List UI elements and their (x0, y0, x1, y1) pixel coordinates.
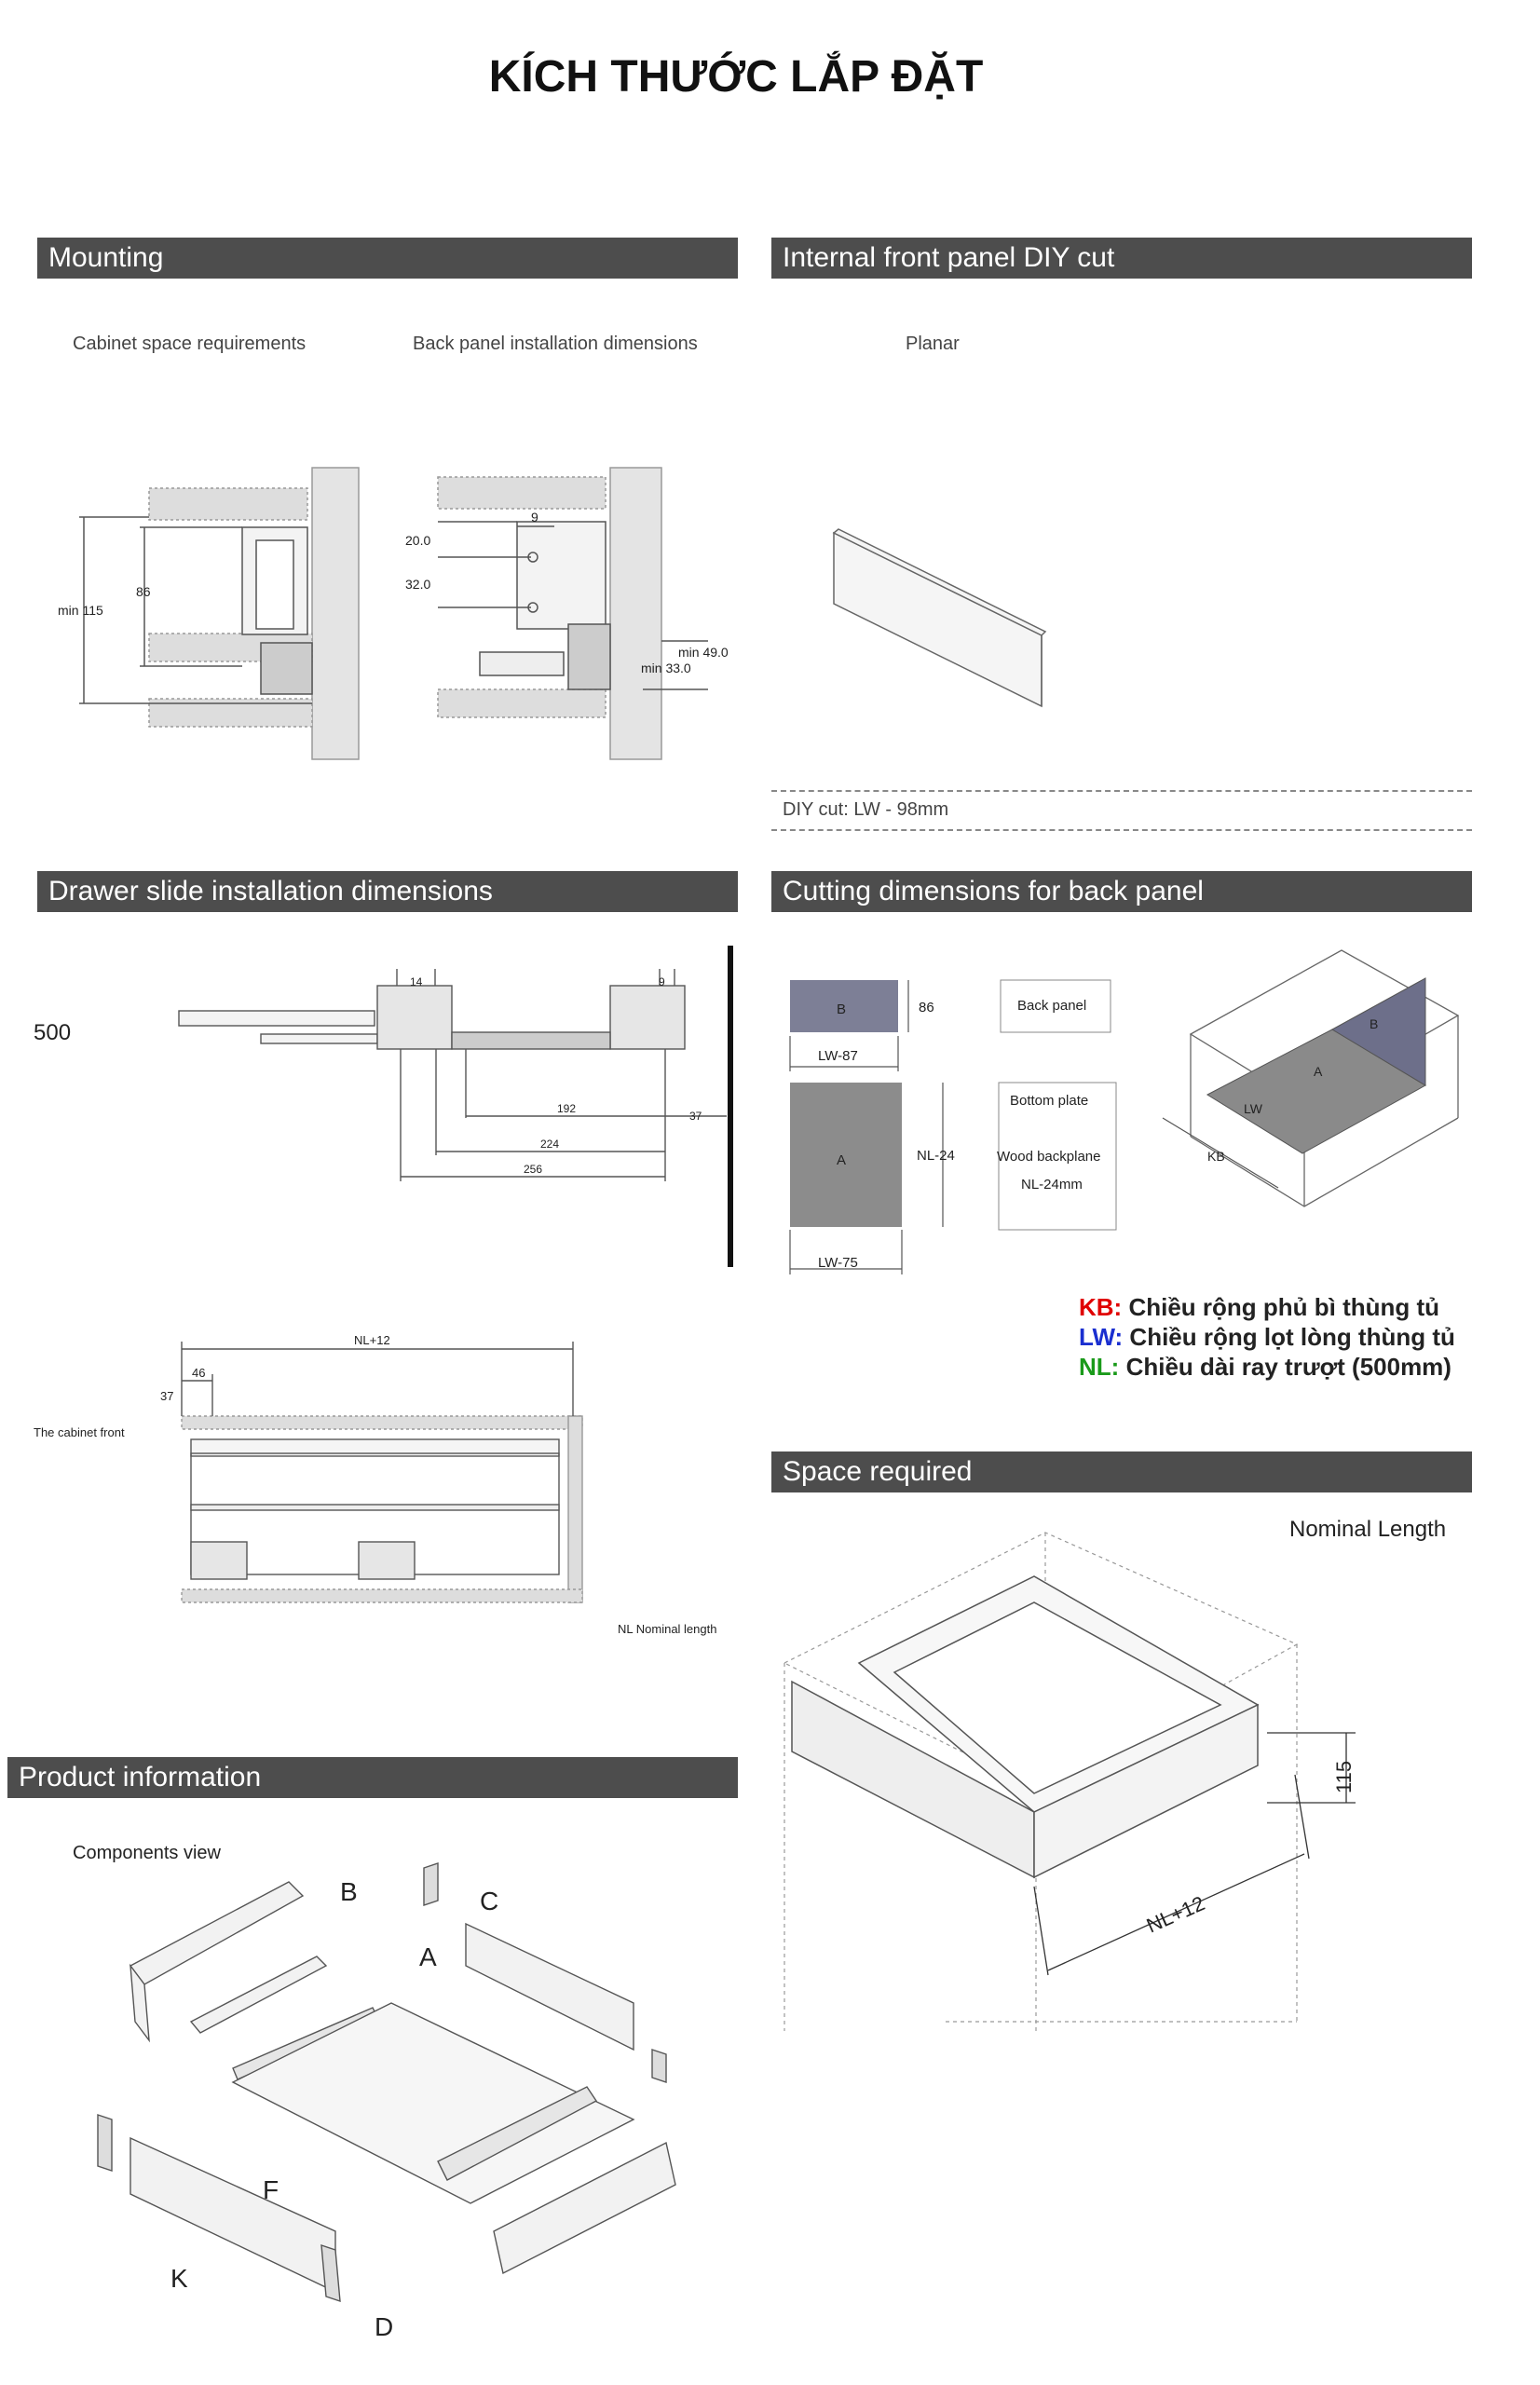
panel-a-label: A (837, 1152, 846, 1168)
dim-lw75: LW-75 (818, 1255, 858, 1271)
diy-cut-divider-bottom (771, 829, 1472, 831)
legend-kb-key: KB: (1079, 1293, 1123, 1321)
back-panel-caption: Back panel installation dimensions (413, 334, 698, 354)
iso-b-label: B (1370, 1016, 1378, 1031)
dim-192: 192 (557, 1102, 576, 1115)
legend-kb-text: Chiều rộng phủ bì thùng tủ (1128, 1293, 1440, 1321)
page-title: KÍCH THƯỚC LẮP ĐẶT (488, 52, 984, 102)
panel-a (790, 1083, 902, 1227)
iso-kb-label: KB (1207, 1149, 1225, 1164)
dim-min49: min 49.0 (678, 645, 729, 660)
section-product-info: Product information (7, 1757, 738, 1798)
legend-nl-key: NL: (1079, 1353, 1120, 1381)
dim-37-front: 37 (160, 1389, 173, 1403)
planar-panel-drawing (832, 528, 1047, 708)
cutting-drawing: B 86 LW-87 A NL-24 LW-75 Back panel Bott… (789, 949, 1460, 1274)
dim-14: 14 (410, 975, 423, 988)
section-internal-front: Internal front panel DIY cut (771, 238, 1472, 279)
component-b-label: B (340, 1877, 358, 1906)
legend-nl: NL: Chiều dài ray trượt (500mm) (1079, 1353, 1451, 1382)
bottom-plate-label: Bottom plate (1010, 1093, 1088, 1109)
slide-cabinet-drawing: NL+12 46 37 The cabinet front NL Nominal… (34, 1333, 716, 1636)
dim-115: 115 (1332, 1761, 1356, 1793)
cabinet-space-caption: Cabinet space requirements (73, 334, 307, 354)
wood-backplane-label: Wood backplane (997, 1149, 1100, 1165)
slide-length: 500 (34, 1020, 72, 1045)
section-mounting: Mounting (37, 238, 738, 279)
legend-lw-text: Chiều rộng lọt lòng thùng tủ (1129, 1323, 1455, 1351)
section-cutting: Cutting dimensions for back panel (771, 871, 1472, 912)
dim-min33: min 33.0 (641, 661, 691, 675)
dim-20: 20.0 (405, 533, 430, 548)
dim-space-nl12: NL+12 (1143, 1891, 1208, 1937)
component-d-label: D (375, 2312, 393, 2341)
dim-nl24: NL-24 (917, 1148, 955, 1164)
dim-min115: min 115 (58, 603, 103, 618)
back-panel-label: Back panel (1017, 998, 1086, 1014)
cabinet-front-label: The cabinet front (34, 1425, 125, 1439)
dim-46: 46 (192, 1366, 205, 1380)
nl24mm-label: NL-24mm (1021, 1177, 1083, 1192)
planar-caption: Planar (906, 334, 960, 354)
component-c-label: C (480, 1887, 498, 1915)
dim-lw87: LW-87 (818, 1048, 858, 1064)
dim-86: 86 (136, 584, 151, 599)
cabinet-space-drawing: min 115 86 (58, 467, 360, 760)
dim-slide-9: 9 (659, 975, 665, 988)
dim-9: 9 (531, 510, 538, 525)
components-drawing: B C A F K D (97, 1862, 676, 2341)
dim-32: 32.0 (405, 577, 430, 592)
components-view-caption: Components view (73, 1843, 221, 1863)
dim-cut-86: 86 (919, 1000, 934, 1015)
dim-37: 37 (689, 1110, 702, 1123)
legend-lw-key: LW: (1079, 1323, 1124, 1351)
nominal-length-label: Nominal Length (1289, 1517, 1447, 1542)
diy-cut-divider-top (771, 790, 1472, 792)
component-f-label: F (263, 2175, 279, 2204)
panel-b-label: B (837, 1002, 846, 1017)
legend-kb: KB: Chiều rộng phủ bì thùng tủ (1079, 1293, 1439, 1322)
section-space-required: Space required (771, 1451, 1472, 1492)
panel-b (790, 980, 898, 1032)
component-k-label: K (170, 2264, 188, 2293)
dim-nl12: NL+12 (354, 1333, 390, 1347)
iso-a-label: A (1314, 1064, 1323, 1079)
back-panel-drawing: 9 20.0 32.0 min 49.0 min 33.0 (405, 467, 729, 760)
diy-cut-text: DIY cut: LW - 98mm (783, 799, 949, 820)
slide-top-drawing: 14 9 192 37 224 256 (178, 969, 727, 1181)
dim-224: 224 (540, 1138, 559, 1151)
component-a-label: A (419, 1942, 437, 1971)
legend-nl-text: Chiều dài ray trượt (500mm) (1125, 1353, 1451, 1381)
vertical-divider (728, 946, 733, 1267)
dim-256: 256 (524, 1163, 542, 1176)
space-required-drawing: 115 NL+12 (783, 1532, 1356, 2031)
section-drawer-slide: Drawer slide installation dimensions (37, 871, 738, 912)
legend-lw: LW: Chiều rộng lọt lòng thùng tủ (1079, 1323, 1455, 1352)
iso-lw-label: LW (1244, 1101, 1263, 1116)
nl-nominal-label: NL Nominal length (618, 1622, 716, 1636)
